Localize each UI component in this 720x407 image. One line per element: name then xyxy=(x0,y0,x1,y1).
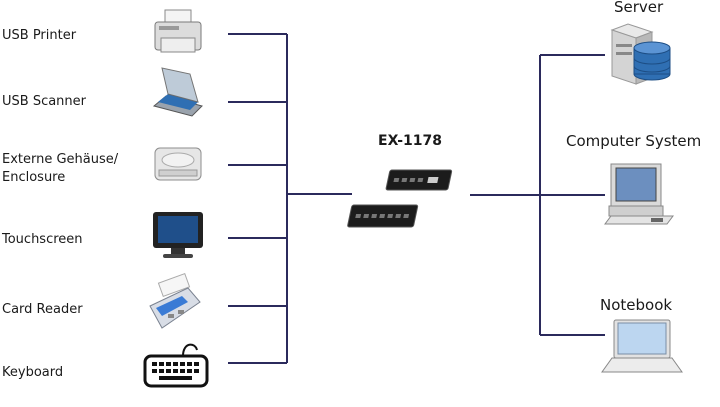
host-label-notebook: Notebook xyxy=(600,296,673,314)
touchscreen-icon xyxy=(153,212,203,258)
usb-hub-icon xyxy=(347,169,453,228)
host-label-computer-system: Computer System xyxy=(566,132,702,150)
device-label-usb-printer: USB Printer xyxy=(2,28,77,43)
device-label-card-reader: Card Reader xyxy=(2,302,83,317)
device-label-usb-scanner: USB Scanner xyxy=(2,94,87,109)
left-connectors xyxy=(228,33,352,364)
right-connectors xyxy=(470,54,605,336)
device-label-keyboard: Keyboard xyxy=(2,365,64,380)
hard-drive-enclosure-icon xyxy=(154,147,202,181)
hub-label: EX-1178 xyxy=(378,133,442,149)
device-label-enclosure-line2: Enclosure xyxy=(2,170,66,185)
printer-icon xyxy=(154,9,202,53)
card-reader-icon xyxy=(149,272,201,329)
computer-icon xyxy=(604,163,674,225)
keyboard-icon xyxy=(143,343,209,388)
server-icon xyxy=(610,23,671,85)
device-label-enclosure-line1: Externe Gehäuse/ xyxy=(2,152,119,167)
notebook-icon xyxy=(601,319,683,373)
device-label-touchscreen: Touchscreen xyxy=(2,232,83,247)
host-label-server: Server xyxy=(614,0,664,16)
scanner-icon xyxy=(152,67,203,117)
